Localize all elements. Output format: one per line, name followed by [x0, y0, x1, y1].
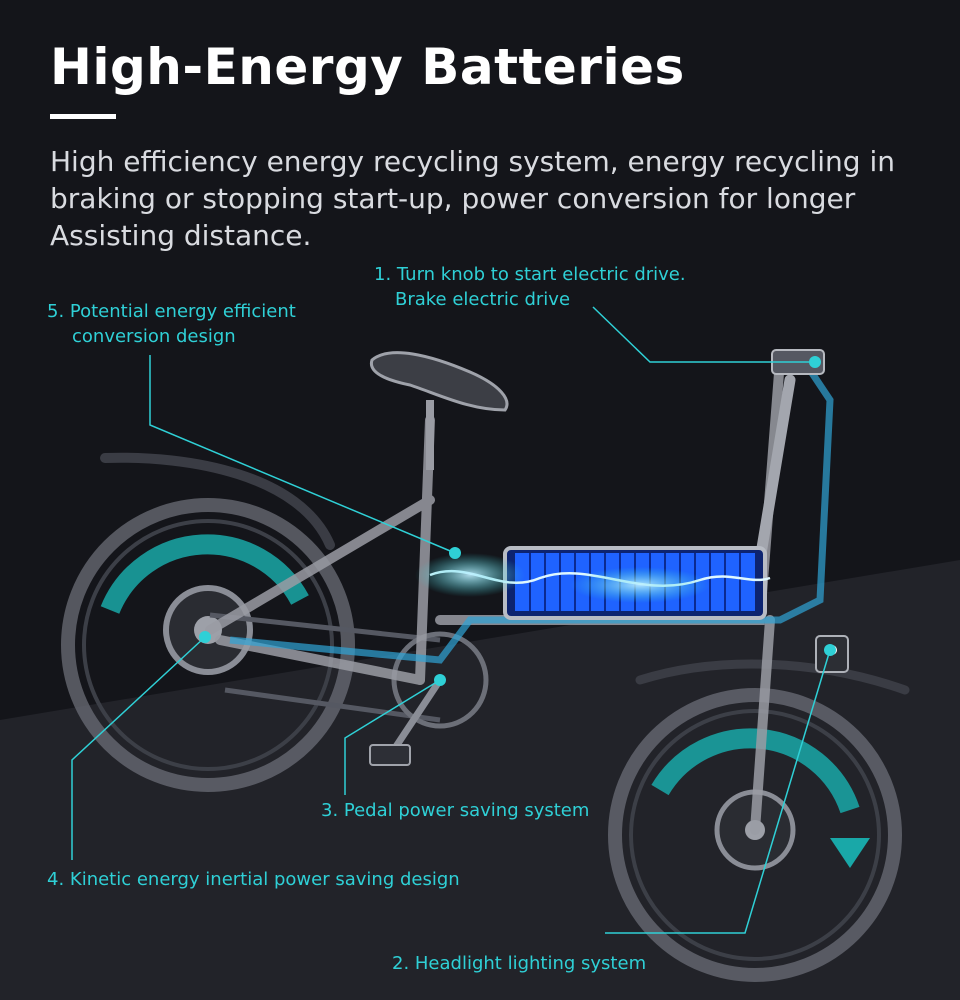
saddle-icon — [369, 351, 509, 470]
callout-4: 4. Kinetic energy inertial power saving … — [47, 869, 460, 890]
front-fender — [635, 659, 910, 695]
callout-3: 3. Pedal power saving system — [321, 800, 590, 821]
pedal-icon — [369, 678, 443, 766]
callout-2: 2. Headlight lighting system — [392, 953, 647, 974]
callout-1: 1. Turn knob to start electric drive. Br… — [374, 262, 686, 312]
callout-dots — [199, 356, 836, 686]
page-title: High-Energy Batteries — [50, 38, 685, 96]
chain — [209, 612, 441, 723]
callout-5: 5. Potential energy efficient conversion… — [47, 299, 296, 349]
title-underline — [50, 114, 116, 119]
battery-icon — [415, 546, 771, 620]
callout-1-line2: Brake electric drive — [395, 289, 571, 310]
energy-flow — [229, 368, 834, 664]
rear-fender — [100, 452, 335, 550]
callout-5-line1: 5. Potential energy efficient — [47, 301, 296, 322]
callout-5-line2: conversion design — [72, 326, 236, 347]
wheel-icon — [61, 498, 355, 792]
callout-leaders — [71, 306, 831, 934]
page-description: High efficiency energy recycling system,… — [50, 145, 895, 252]
callout-1-line1: 1. Turn knob to start electric drive. — [374, 264, 686, 285]
